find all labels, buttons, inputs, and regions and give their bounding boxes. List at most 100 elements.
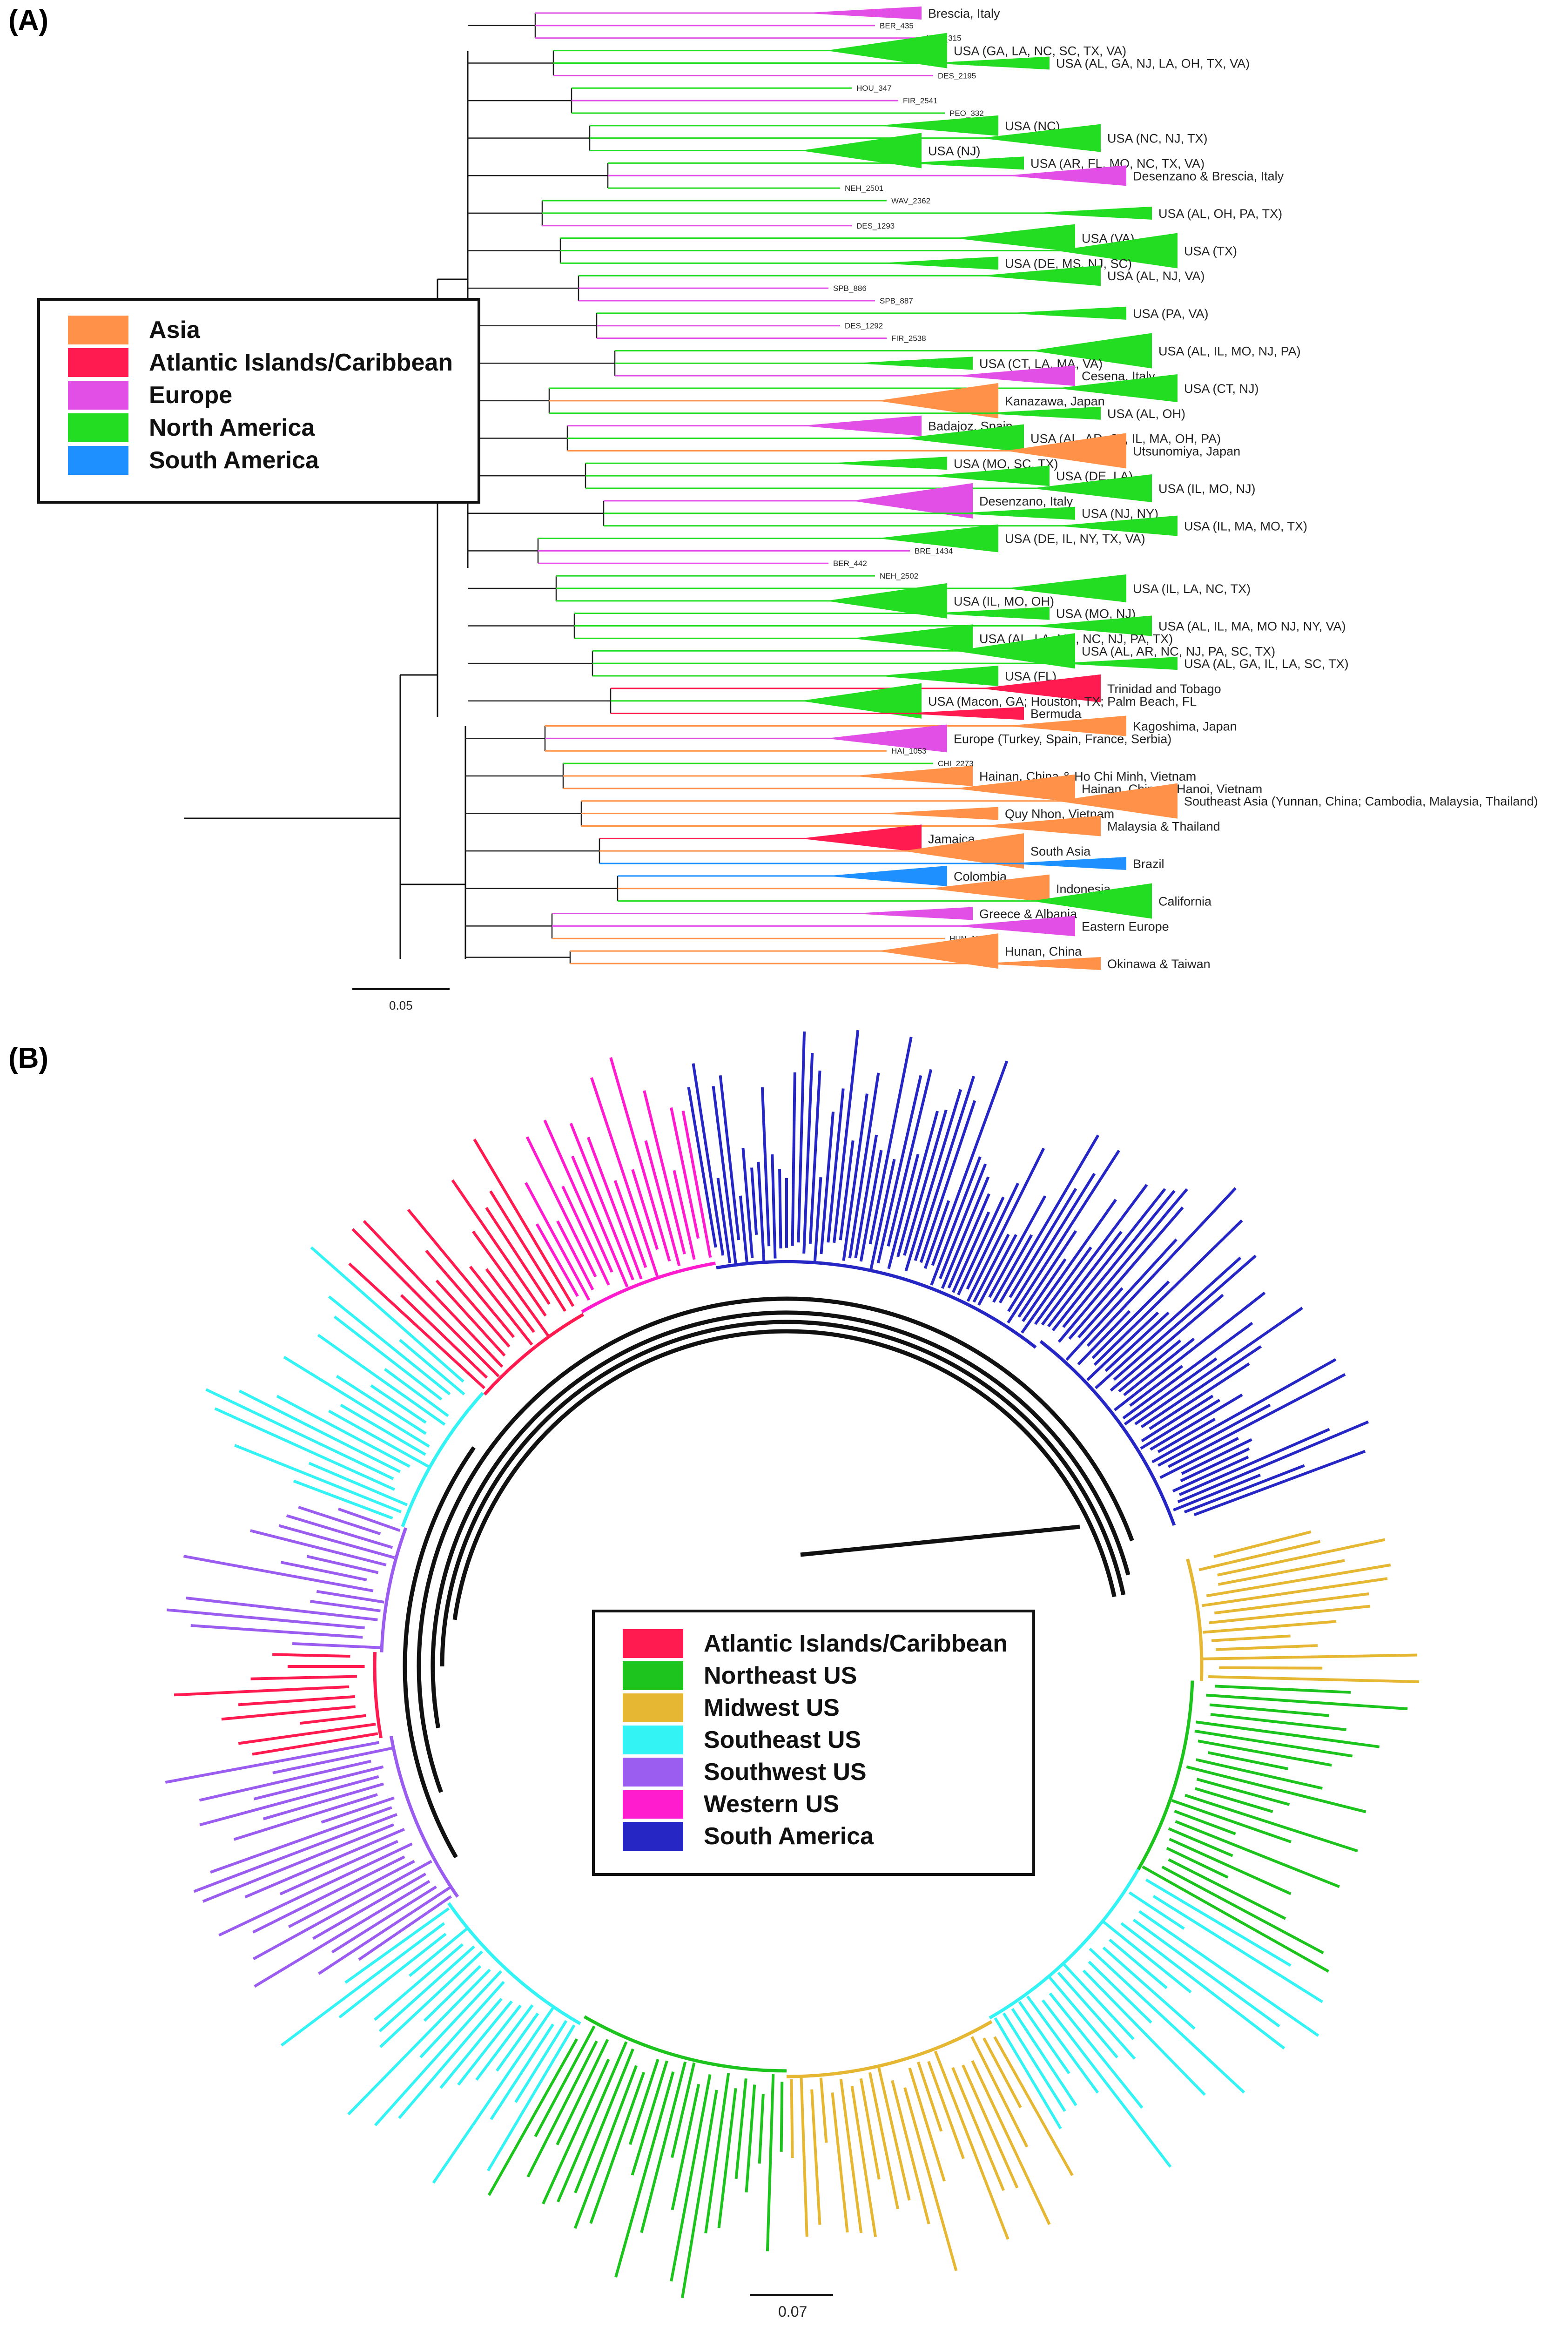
tree-a-clade-label: Trinidad and Tobago [1107,682,1221,696]
tree-b-tip-branch [760,1087,771,1247]
tree-b-tip-branch [1209,1605,1371,1625]
tree-b-tip-branch [923,1200,950,1269]
tree-b-tip-branch [408,1928,468,1977]
tree-b-tip-branch [300,1714,366,1725]
tree-a-clade-label: USA (DE, IL, NY, TX, VA) [1005,532,1145,546]
tree-b-tip-branch [833,1030,860,1243]
tree-a-clade-label: DES_1293 [856,222,895,230]
tree-b-tip-branch [280,1922,445,2047]
tree-b-tip-branch [1068,1206,1184,1340]
tree-b-tip-branch [347,1969,491,2116]
tree-a-clade-label: USA (AL, IL, MO, NJ, PA) [1158,344,1301,358]
tree-b-tip-branch [234,1444,402,1513]
tree-a-collapsed-clade [954,774,1075,802]
tree-b-tip-branch [331,1885,437,1954]
tree-b-tip-branch [797,1031,806,1243]
tree-b-tip-branch [859,2078,881,2180]
tree-b-tip-branch [1057,1188,1188,1343]
tree-b-tip-branch [573,2065,638,2229]
panel-b-legend-swatch [623,1758,683,1787]
tree-b-tip-branch [1161,1865,1324,1955]
tree-b-tip-branch [1062,1962,1135,2040]
tree-a-clade-label: SPB_886 [833,284,867,293]
tree-a-collapsed-clade [877,666,998,687]
tree-b-tip-branch [810,2089,821,2225]
panel-b-legend-label: Northeast US [704,1662,857,1689]
tree-b-tip-branch [1132,1918,1280,2028]
tree-b-tip-branch [1172,1456,1249,1493]
tree-a-collapsed-clade [852,483,973,519]
tree-b-tip-branch [1209,1703,1330,1717]
tree-b-tip-branch [1017,1230,1077,1318]
tree-a-clade-label: Kagoshima, Japan [1133,720,1237,734]
tree-b-tip-branch [358,1895,452,1961]
panel-b-legend-swatch [623,1661,683,1690]
tree-b-tip-branch [790,2079,794,2158]
tree-b-tip-branch [288,1860,415,1928]
tree-b-tip-branch [469,1266,533,1346]
tree-b-tip-branch [199,1775,379,1827]
tree-b-tip-branch [903,1109,948,1256]
tree-b-tip-branch [1089,1948,1245,2094]
tree-b-tip-branch [1102,1920,1192,1994]
tree-b-tip-branch [535,1223,579,1297]
tree-b-tip-branch [1198,1540,1321,1571]
tree-b-tip-branch [525,1136,597,1278]
tree-b-tip-branch [934,2050,1009,2240]
tree-a-clade-label: FIR_2538 [891,334,926,343]
tree-a-clade-label: USA (AL, NJ, VA) [1107,269,1205,283]
tree-a-collapsed-clade [903,156,1024,170]
tree-a-clade-label: Bermuda [1030,707,1082,721]
tree-a-clade-label: PEO_332 [949,109,984,118]
tree-b-tip-branch [439,2000,513,2089]
tree-b-tip-branch [574,2048,634,2194]
tree-a-collapsed-clade [1005,433,1126,469]
panel-b-legend-item: Western US [623,1788,839,1820]
tree-a-clade-label: Southeast Asia (Yunnan, China; Cambodia,… [1184,795,1538,809]
tree-b-tip-branch [1057,1971,1136,2060]
tree-b-tip-branch [589,2071,646,2224]
tree-b-tip-branch [931,1060,1009,1266]
tree-b-clade-arc [447,1902,581,2025]
panel-b-legend-label: South America [704,1823,874,1850]
tree-b-tip-branch [205,1388,394,1480]
tree-a-collapsed-clade [929,56,1050,70]
tree-b-tip-branch [556,1220,594,1291]
tree-b-tip-branch [542,2058,610,2205]
tree-b-tip-branch [716,1178,732,1263]
tree-a-collapsed-clade [852,624,973,653]
tree-b-tip-branch [1152,1895,1323,2003]
tree-b-tip-branch [1118,1339,1182,1393]
panel-b-legend-item: Northeast US [623,1659,857,1692]
tree-b-tip-branch [1113,1291,1266,1411]
tree-b-tip-branch [279,1840,398,1895]
tree-b-tip-branch [988,1195,1047,1298]
tree-a-clade-label: NEH_2501 [845,184,883,193]
tree-a-collapsed-clade [852,357,973,370]
tree-b-tip-branch [556,2039,609,2145]
tree-b-tip-branch [681,1110,712,1258]
tree-b-tip-branch [673,1170,696,1260]
tree-b-tip-branch [183,1555,374,1592]
tree-b-tip-branch [451,1179,547,1317]
tree-b-tip-branch [1194,1787,1273,1814]
tree-b-tip-branch [1157,1417,1216,1453]
tree-b-tip-branch [972,1234,1010,1303]
tree-b-tip-branch [1151,1358,1337,1463]
tree-b-tip-branch [1041,1999,1172,2168]
tree-b-tip-branch [631,2060,668,2176]
tree-a-collapsed-clade [980,957,1101,970]
tree-a-clade-label: Desenzano, Italy [979,494,1073,508]
tree-b-tip-branch [992,1234,1033,1303]
panel-b-legend-swatch [623,1790,683,1819]
tree-b-tip-branch [379,1950,483,2048]
tree-b-tip-branch [854,1134,878,1258]
panel-b-legend-label: Atlantic Islands/Caribbean [704,1630,1008,1657]
tree-b-tip-branch [917,2061,943,2132]
tree-b-tip-branch [994,2017,1062,2130]
panel-b-legend-label: Western US [704,1791,839,1818]
tree-b-tip-branch [1196,1720,1380,1748]
tree-b-tip-branch [262,1782,384,1820]
tree-b-tip-branch [1166,1847,1229,1879]
tree-a-collapsed-clade [877,524,998,553]
